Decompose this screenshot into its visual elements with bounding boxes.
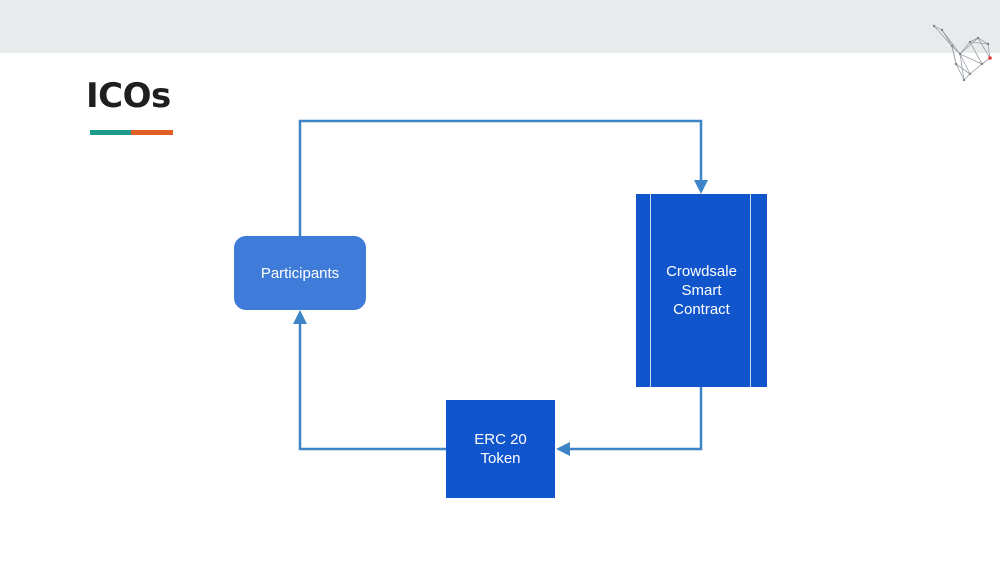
underline-teal-segment: [90, 130, 131, 135]
crowdsale-label: Crowdsale Smart Contract: [666, 263, 737, 318]
title-underline: [90, 130, 173, 135]
arrowhead-up-icon: [293, 310, 307, 324]
right-rail: [750, 194, 751, 387]
connector-crowdsale-to-erc20: [556, 387, 703, 456]
left-rail: [650, 194, 651, 387]
arrowhead-down-icon: [694, 180, 708, 194]
erc20-token-node: ERC 20 Token: [446, 400, 555, 498]
connector-erc20-to-participants: [293, 310, 446, 451]
crowdsale-smart-contract-node: Crowdsale Smart Contract: [636, 194, 767, 387]
erc20-label: ERC 20 Token: [474, 431, 527, 467]
connector-participants-to-crowdsale: [298, 119, 708, 236]
participants-label: Participants: [260, 264, 340, 282]
header-band: [0, 0, 1000, 53]
arrowhead-left-icon: [556, 442, 570, 456]
network-logo-icon: [932, 24, 992, 82]
underline-orange-segment: [131, 130, 173, 135]
slide-title: ICOs: [86, 76, 171, 116]
participants-node: Participants: [234, 236, 366, 310]
